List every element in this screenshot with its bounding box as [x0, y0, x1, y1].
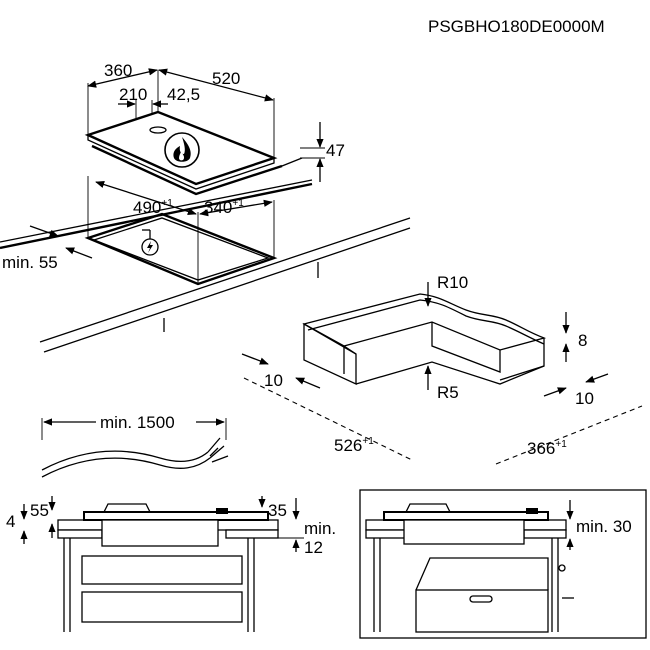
- label-340-tolerance: +1: [232, 198, 244, 209]
- label-366: 366+1: [527, 439, 567, 458]
- section-right: min. 30: [359, 489, 647, 639]
- worktop-left-lip: [57, 529, 103, 539]
- worktop-front-edge-lower: [43, 227, 411, 353]
- label-42-5: 42,5: [167, 85, 200, 104]
- hob-section-plate: [83, 511, 269, 521]
- seal-corner-detail: R10 R5 8 10 10 526+1 366+1: [241, 273, 643, 465]
- oven-top: [415, 557, 549, 591]
- label-366-value: 366: [527, 439, 555, 458]
- worktop-cutout-view: 490+1 340+1 min. 55: [0, 176, 411, 353]
- cable-line-lower: [41, 457, 211, 478]
- product-code: PSGBHO180DE0000M: [428, 17, 605, 36]
- label-min-30: min. 30: [576, 517, 632, 536]
- dim-line-360: [87, 68, 158, 88]
- section-left: 4 55 35 min. 12: [6, 496, 336, 632]
- label-520: 520: [212, 69, 240, 88]
- cutout-inner: [92, 217, 270, 281]
- dim-arrow-10-left: [241, 353, 269, 365]
- dim-arrow-10-left-b: [295, 377, 321, 389]
- hob-body-right: [403, 519, 525, 545]
- label-490: 490+1: [133, 198, 173, 217]
- label-526-value: 526: [334, 436, 362, 455]
- label-55: 55: [30, 501, 49, 520]
- label-526: 526+1: [334, 436, 374, 455]
- seal-top-inner-edge: [307, 299, 545, 345]
- hob-section-plate-right: [383, 511, 549, 521]
- label-10-left: 10: [264, 371, 283, 390]
- dim-arrow-10-right: [585, 373, 609, 383]
- label-12: 12: [304, 538, 323, 557]
- label-r5: R5: [437, 383, 459, 402]
- cable-line: [41, 450, 209, 471]
- label-340-value: 340: [204, 198, 232, 217]
- oven-knob: [558, 564, 566, 572]
- oven-handle: [469, 595, 493, 603]
- oven-door: [415, 589, 549, 633]
- seal-inner-edges: [343, 322, 501, 374]
- electrical-connection-icon: [141, 229, 159, 256]
- label-340: 340+1: [204, 198, 244, 217]
- worktop-front-edge: [39, 217, 411, 343]
- hob-body: [101, 519, 219, 547]
- drawer-1: [81, 555, 243, 585]
- label-r10: R10: [437, 273, 468, 292]
- label-10-right: 10: [575, 389, 594, 408]
- dim-line-min55: [29, 225, 59, 237]
- label-min-1500: min. 1500: [100, 413, 175, 432]
- label-4: 4: [6, 512, 15, 531]
- label-526-tolerance: +1: [362, 436, 374, 447]
- seal-bottom-edge: [355, 361, 545, 385]
- dim-line-min55-right: [65, 247, 93, 259]
- dim-line-520: [158, 68, 274, 102]
- dim-line-490: [95, 181, 197, 215]
- seal-top-surface: [302, 293, 547, 351]
- label-490-tolerance: +1: [161, 198, 173, 209]
- cable-wires: [207, 437, 229, 463]
- dim-arrow-10-right-b: [543, 387, 567, 397]
- cable-detail: min. 1500: [41, 413, 229, 478]
- label-min: min.: [304, 519, 336, 538]
- seal-left-face: [303, 322, 357, 386]
- control-knob: [216, 508, 228, 514]
- label-210: 210: [119, 85, 147, 104]
- pan-support-right: [405, 503, 451, 513]
- hob-frame-extension: [281, 157, 303, 167]
- pan-support: [103, 503, 151, 513]
- label-35: 35: [268, 501, 287, 520]
- control-knob-right: [526, 508, 538, 514]
- worktop-right-lip-l: [365, 529, 407, 539]
- label-490-value: 490: [133, 198, 161, 217]
- label-47: 47: [326, 141, 345, 160]
- section-right-frame: [359, 489, 647, 639]
- hob-isometric-view: 360 520 210 42,5 47: [84, 61, 345, 196]
- footprint-dashed-left: [243, 377, 413, 461]
- gas-flame-icon: [164, 132, 200, 168]
- seal-edge: [343, 345, 357, 355]
- worktop-right-lip-r: [523, 529, 567, 539]
- dim-line-340: [199, 199, 273, 217]
- burner-ring: [149, 126, 167, 134]
- worktop-right-lip: [225, 529, 279, 539]
- label-360: 360: [104, 61, 132, 80]
- label-366-tolerance: +1: [555, 439, 567, 450]
- drawer-2: [81, 591, 243, 623]
- label-8: 8: [578, 331, 587, 350]
- label-min-55: min. 55: [2, 253, 58, 272]
- footprint-dashed-right: [495, 405, 643, 465]
